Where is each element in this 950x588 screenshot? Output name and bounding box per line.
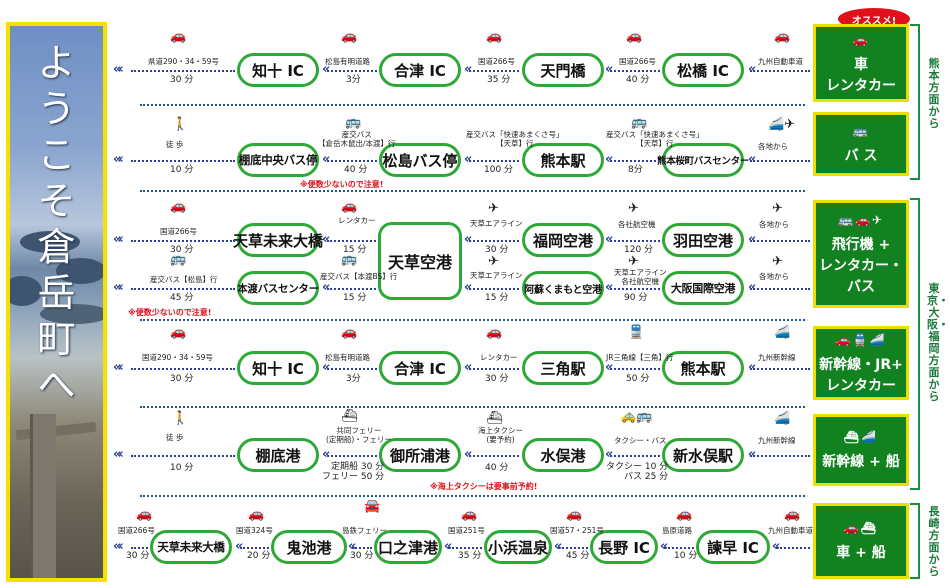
bus-icon: 🚌 — [631, 115, 648, 130]
station-matsubase-ic[interactable]: 松橋 IC — [662, 53, 744, 87]
bracket-tokyo-osaka-fukuoka — [910, 198, 920, 490]
plane-icon: ✈ — [488, 254, 499, 269]
ship-icon: ⛴ — [486, 411, 503, 426]
mode-plane-rental-bus[interactable]: 🚌🚗✈飛行機 + レンタカー・ バス — [813, 200, 909, 308]
station-aitsu-ic-2[interactable]: 合津 IC — [379, 351, 461, 385]
station-minamata-port[interactable]: 水俣港 — [522, 438, 604, 472]
station-amakusa-airport[interactable]: 天草空港 — [378, 222, 462, 300]
walk-icon: 🚶 — [172, 411, 189, 426]
train-icon: 🚗🚆🚄 — [835, 332, 887, 347]
car-icon: 🚗 — [341, 199, 358, 214]
station-haneda-airport[interactable]: 羽田空港 — [662, 223, 744, 257]
station-matsushima-bus[interactable]: 松島バス停 — [379, 143, 461, 177]
car-icon: 🚗 — [170, 199, 187, 214]
ship-icon: ⛴🚄 — [843, 430, 879, 444]
bracket-nagasaki — [910, 503, 920, 579]
car-icon: 🚗 — [248, 507, 265, 522]
car-icon: 🚗 — [486, 325, 503, 340]
station-tenmonkyo[interactable]: 天門橋 — [522, 53, 604, 87]
station-isahaya-ic[interactable]: 諫早 IC — [696, 530, 770, 564]
bus-icon: 🚌 — [170, 252, 187, 267]
car-icon: 🚗 — [170, 325, 187, 340]
bracket-kumamoto — [910, 24, 920, 180]
station-tanasoko-chuo-bus[interactable]: 棚底中央バス停 — [237, 143, 319, 177]
station-amakusa-mirai-bridge[interactable]: 天草未来大橋 — [233, 223, 323, 257]
station-oniike-port[interactable]: 鬼池港 — [271, 530, 347, 564]
mode-shinkansen-ship[interactable]: ⛴🚄新幹線 + 船 — [813, 414, 909, 486]
car-icon: 🚗 — [170, 29, 187, 44]
plane-icon: ✈ — [772, 201, 783, 216]
station-nagano-ic[interactable]: 長野 IC — [590, 530, 658, 564]
walk-icon: 🚶 — [172, 117, 189, 132]
station-goshoura-port[interactable]: 御所浦港 — [379, 438, 461, 472]
taxi-bus-icon: 🚕🚌 — [620, 409, 653, 424]
station-aso-kumamoto-airport[interactable]: 阿蘇くまもと空港 — [522, 271, 604, 305]
car-icon: 🚗 — [136, 507, 153, 522]
ship-car-icon: 🚘 — [364, 499, 381, 514]
station-osaka-airport[interactable]: 大阪国際空港 — [662, 271, 744, 305]
car-icon: 🚗 — [676, 507, 693, 522]
car-icon: 🚗 — [486, 29, 503, 44]
car-icon: 🚗 — [341, 29, 358, 44]
train-plane-icon: 🚄✈ — [768, 117, 796, 132]
station-hondo-bus-center[interactable]: 本渡バスセンター — [237, 271, 319, 305]
side-label-nagasaki: 長崎方面から — [928, 505, 940, 578]
car-icon: 🚗 — [341, 325, 358, 340]
row-divider — [140, 190, 805, 192]
bus-icon: 🚌 — [341, 252, 358, 267]
plane-icon: 🚌🚗✈ — [838, 213, 884, 227]
row-divider — [140, 406, 805, 408]
mode-shinkansen-jr-rental[interactable]: 🚗🚆🚄新幹線・JR+ レンタカー — [813, 326, 909, 400]
station-chiju-ic-2[interactable]: 知十 IC — [237, 351, 319, 385]
station-shin-minamata[interactable]: 新水俣駅 — [662, 438, 744, 472]
row-divider — [140, 104, 805, 106]
car-icon: 🚗 — [774, 29, 791, 44]
station-kumamoto-2[interactable]: 熊本駅 — [662, 351, 744, 385]
mode-car-ship[interactable]: 🚗⛴車 + 船 — [813, 503, 909, 579]
station-chiju-ic[interactable]: 知十 IC — [237, 53, 319, 87]
station-sakuramachi-bus-center[interactable]: 熊本桜町バスセンター — [657, 143, 749, 177]
car-ship-icon: 🚗⛴ — [843, 521, 879, 535]
car-icon: 🚗 — [784, 507, 801, 522]
station-fukuoka-airport[interactable]: 福岡空港 — [522, 223, 604, 257]
bus-icon: 🚌 — [345, 115, 362, 130]
station-aitsu-ic[interactable]: 合津 IC — [379, 53, 461, 87]
station-kumamoto[interactable]: 熊本駅 — [522, 143, 604, 177]
station-amakusa-mirai-bridge-2[interactable]: 天草未来大橋 — [150, 530, 232, 564]
plane-icon: ✈ — [628, 254, 639, 269]
bus-icon: 🚌 — [852, 124, 870, 138]
plane-icon: ✈ — [772, 254, 783, 269]
car-icon: 🚗 — [852, 32, 870, 47]
plane-icon: ✈ — [628, 201, 639, 216]
car-icon: 🚗 — [461, 507, 478, 522]
station-kuchinotsu-port[interactable]: 口之津港 — [374, 530, 442, 564]
train-icon: 🚆 — [628, 325, 645, 340]
station-misumi[interactable]: 三角駅 — [522, 351, 604, 385]
mode-bus[interactable]: 🚌バ ス — [813, 112, 909, 176]
shinkansen-icon: 🚄 — [774, 325, 791, 340]
welcome-photo: よ う こ そ 倉 岳 町 へ — [6, 22, 107, 582]
mode-car-rental[interactable]: 🚗車 レンタカー — [813, 24, 909, 102]
row-divider — [140, 495, 805, 497]
car-icon: 🚗 — [566, 507, 583, 522]
plane-icon: ✈ — [488, 201, 499, 216]
side-label-tokyo-osaka-fukuoka: 東京・大阪・福岡方面から — [927, 282, 949, 403]
ship-icon: ⛴ — [341, 409, 358, 424]
welcome-title: よ う こ そ 倉 岳 町 へ — [37, 41, 76, 407]
row-divider — [140, 319, 805, 321]
shinkansen-icon: 🚄 — [774, 411, 791, 426]
car-icon: 🚗 — [626, 29, 643, 44]
side-label-kumamoto: 熊本方面から — [928, 57, 940, 130]
station-tanasoko-port[interactable]: 棚底港 — [237, 438, 319, 472]
station-obama-onsen[interactable]: 小浜温泉 — [484, 530, 552, 564]
